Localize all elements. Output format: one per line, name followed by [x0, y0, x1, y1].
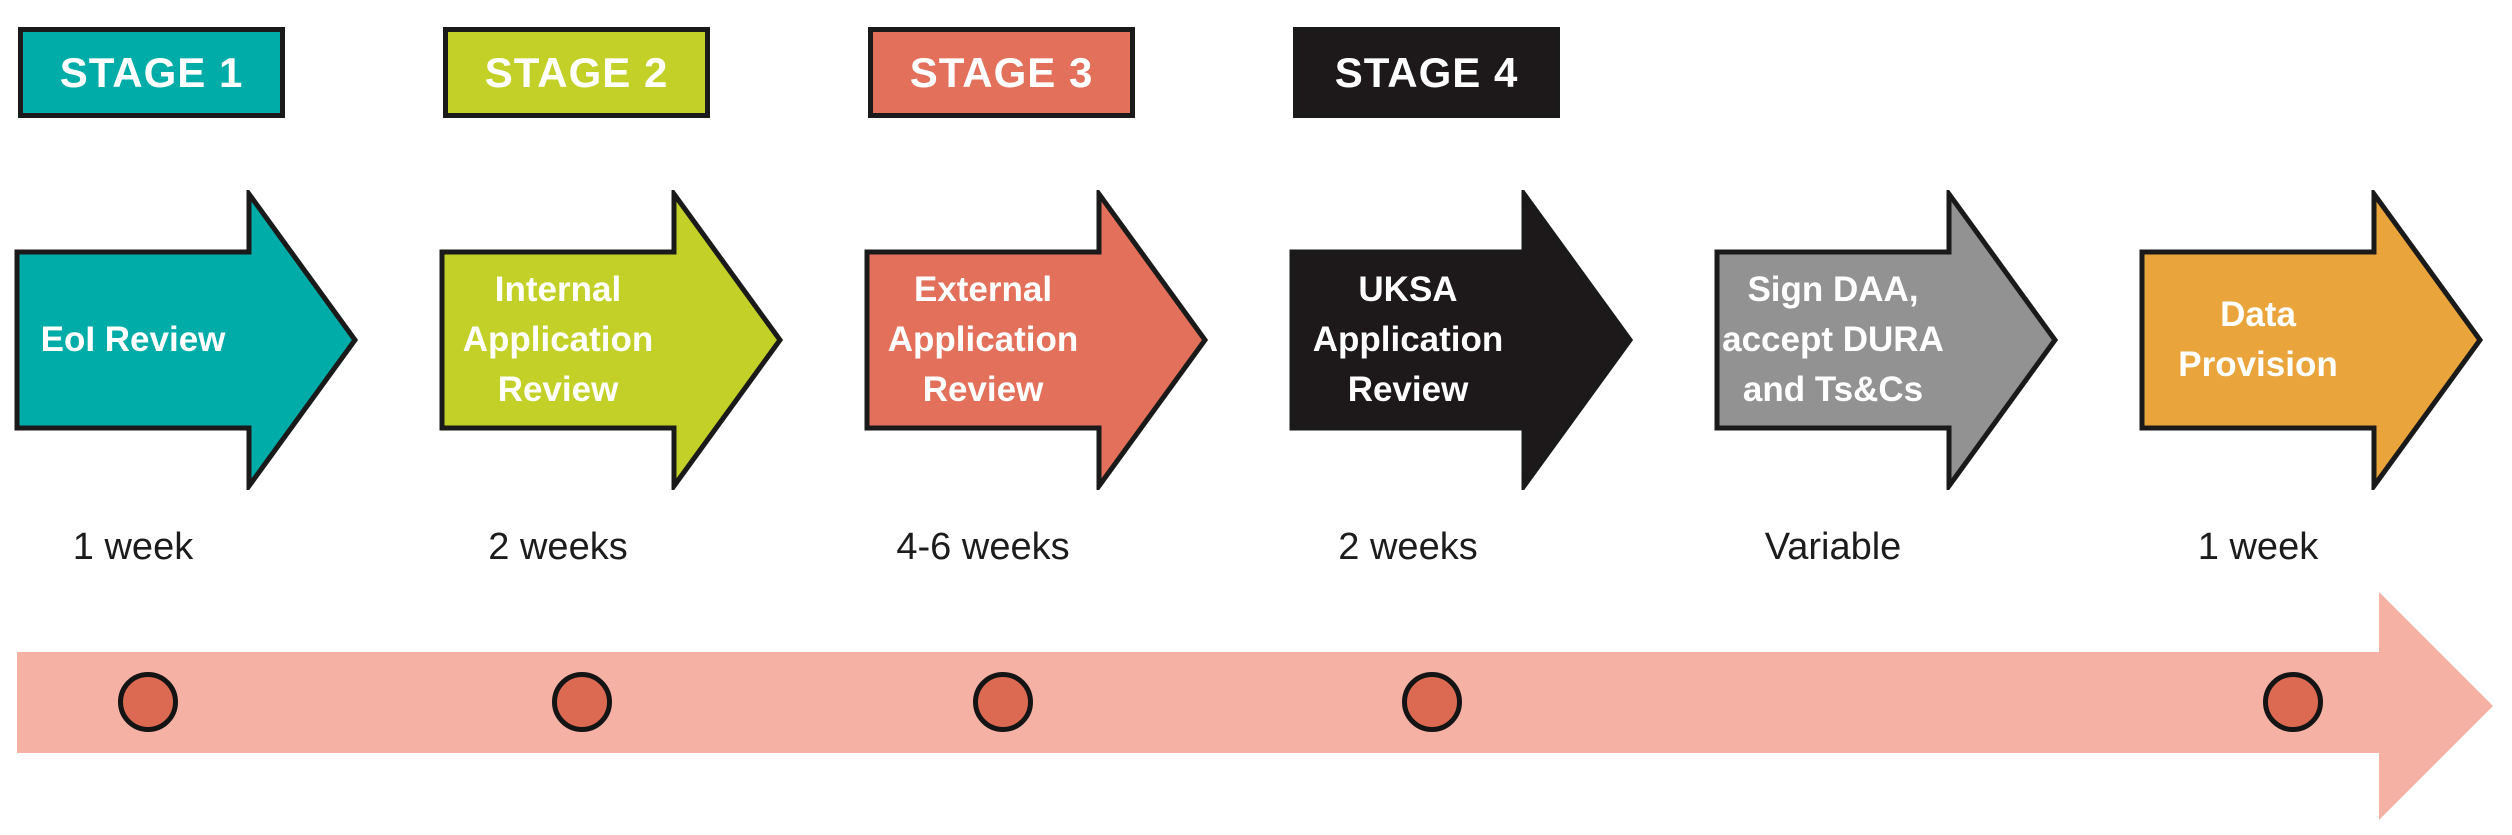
- block-arrow-shape: [1289, 190, 1634, 490]
- stage-3-label: STAGE 3: [909, 48, 1094, 96]
- stage-2-label: STAGE 2: [484, 48, 669, 96]
- step-label-line: and Ts&Cs: [1742, 370, 1924, 409]
- block-arrow-shape: [439, 190, 784, 490]
- step-label: Internal Application Review: [442, 252, 674, 428]
- block-arrow-shape: [2139, 190, 2484, 490]
- block-arrow-shape: [864, 190, 1209, 490]
- stage-3-box: STAGE 3: [868, 27, 1135, 118]
- arrow-polygon: [1289, 190, 1634, 490]
- step-label-line: Review: [497, 370, 619, 409]
- step-label: Sign DAA, accept DURA and Ts&Cs: [1717, 252, 1949, 428]
- stage-4-label: STAGE 4: [1334, 48, 1519, 96]
- step-arrow-uksa-application-review: UKSA Application Review: [1288, 190, 1634, 490]
- duration-label-data-provision: 1 week: [2197, 526, 2319, 568]
- step-label-line: EoI Review: [40, 320, 226, 359]
- step-label: UKSA Application Review: [1292, 252, 1524, 428]
- step-label-line: UKSA: [1358, 270, 1458, 309]
- stage-4-box: STAGE 4: [1293, 27, 1560, 118]
- step-label-line: Review: [922, 370, 1044, 409]
- stage-1-box: STAGE 1: [18, 27, 285, 118]
- arrow-polygon: [439, 190, 784, 490]
- duration-label-stage-1: 1 week: [72, 526, 194, 568]
- step-arrow-internal-application-review: Internal Application Review: [438, 190, 784, 490]
- step-label-line: External: [913, 270, 1053, 309]
- duration-label-stage-3: 4-6 weeks: [896, 526, 1070, 568]
- timeline-arrow-polygon: [17, 592, 2493, 820]
- step-label: External Application Review: [867, 252, 1099, 428]
- milestone-dot-3: [973, 672, 1033, 732]
- step-label-line: Internal: [494, 270, 622, 309]
- block-arrow-shape: [1714, 190, 2059, 490]
- milestone-dot-1: [118, 672, 178, 732]
- step-label-line: Sign DAA,: [1747, 270, 1919, 309]
- arrow-polygon: [2139, 190, 2484, 490]
- milestone-dot-2: [552, 672, 612, 732]
- step-label-line: accept DURA: [1722, 320, 1944, 359]
- milestone-dot-5: [2263, 672, 2323, 732]
- duration-label-stage-2: 2 weeks: [488, 526, 628, 568]
- timeline-arrow: [17, 592, 2493, 820]
- step-label-line: Data: [2220, 295, 2296, 334]
- step-label-line: Application: [462, 320, 654, 359]
- arrow-polygon: [14, 190, 359, 490]
- step-label-line: Review: [1347, 370, 1469, 409]
- step-arrow-external-application-review: External Application Review: [863, 190, 1209, 490]
- step-label: EoI Review: [17, 252, 249, 428]
- step-arrow-eoi-review: EoI Review: [13, 190, 359, 490]
- step-label-line: Application: [1312, 320, 1504, 359]
- block-arrow-shape: [14, 190, 359, 490]
- arrow-polygon: [1714, 190, 2059, 490]
- duration-label-stage-4: 2 weeks: [1338, 526, 1478, 568]
- step-label: Data Provision: [2142, 252, 2374, 428]
- duration-label-sign-daa: Variable: [1764, 526, 1902, 568]
- step-label-line: Application: [887, 320, 1079, 359]
- milestone-dot-4: [1402, 672, 1462, 732]
- step-arrow-data-provision: Data Provision: [2138, 190, 2484, 490]
- step-arrow-sign-daa-dura-tscs: Sign DAA, accept DURA and Ts&Cs: [1713, 190, 2059, 490]
- stage-2-box: STAGE 2: [443, 27, 710, 118]
- step-label-line: Provision: [2178, 345, 2338, 384]
- stage-1-label: STAGE 1: [59, 48, 244, 96]
- arrow-polygon: [864, 190, 1209, 490]
